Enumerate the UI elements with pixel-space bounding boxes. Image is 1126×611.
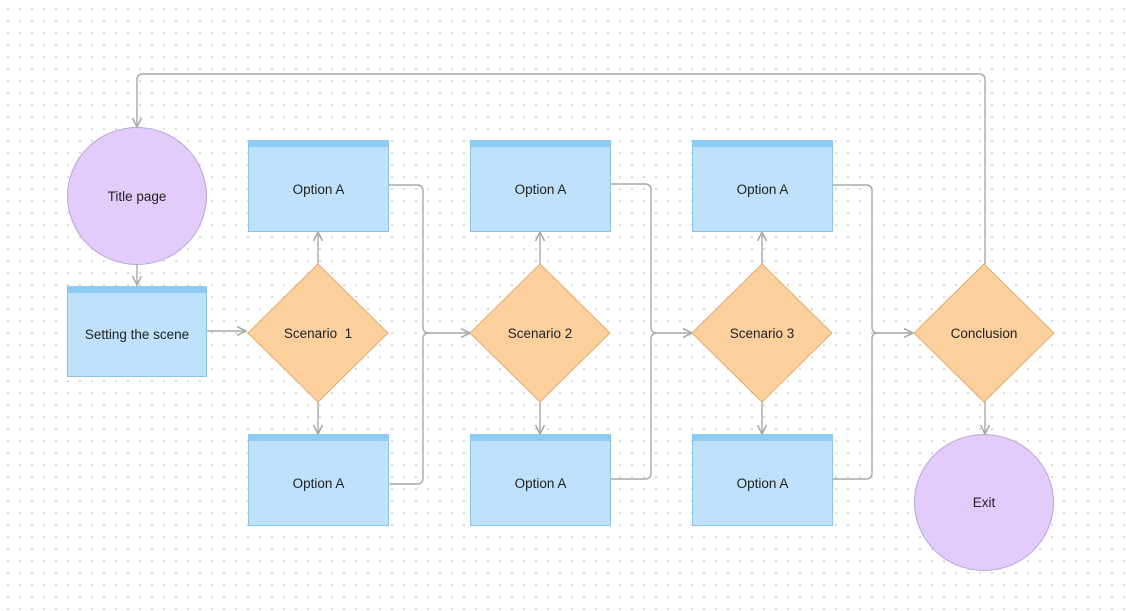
- option-label: Option A: [292, 181, 345, 197]
- title-page-node[interactable]: Title page: [67, 127, 207, 265]
- option-label: Option A: [514, 475, 567, 491]
- conclusion-text-box: Conclusion: [914, 318, 1054, 348]
- connector-s2-top-merge: [610, 183, 692, 333]
- scenario-3-label: Scenario 3: [729, 325, 795, 341]
- scenario-1-label: Scenario 1: [283, 325, 353, 341]
- scenario-2-text-box: Scenario 2: [470, 318, 610, 348]
- connector-loop-to-title: [137, 73, 986, 264]
- connector-s3-bottom-merge: [832, 332, 879, 480]
- exit-node[interactable]: Exit: [914, 434, 1054, 571]
- option-label: Option A: [514, 181, 567, 197]
- scenario-1-text-box: Scenario 1: [248, 318, 388, 348]
- scenario-2-top-option[interactable]: Option A: [470, 140, 611, 232]
- connector-s3-top-merge: [832, 184, 913, 333]
- option-label: Option A: [292, 475, 345, 491]
- scenario-1-diamond[interactable]: [247, 263, 389, 403]
- conclusion-label: Conclusion: [950, 325, 1018, 341]
- setting-the-scene-label: Setting the scene: [84, 327, 190, 342]
- title-page-label: Title page: [107, 188, 167, 204]
- option-label: Option A: [736, 475, 789, 491]
- conclusion-diamond[interactable]: [913, 263, 1055, 403]
- scenario-3-text-box: Scenario 3: [692, 318, 832, 348]
- setting-the-scene-node[interactable]: Setting the scene: [67, 286, 207, 377]
- scenario-1-top-option[interactable]: Option A: [248, 140, 389, 232]
- scenario-2-label: Scenario 2: [507, 325, 573, 341]
- scenario-2-diamond[interactable]: [469, 263, 611, 403]
- scenario-3-top-option[interactable]: Option A: [692, 140, 833, 232]
- scenario-1-bottom-option[interactable]: Option A: [248, 434, 389, 526]
- connector-s2-bottom-merge: [610, 332, 658, 480]
- connector-s1-bottom-merge: [389, 332, 430, 485]
- scenario-3-bottom-option[interactable]: Option A: [692, 434, 833, 526]
- scenario-3-diamond[interactable]: [691, 263, 833, 403]
- option-label: Option A: [736, 181, 789, 197]
- scenario-2-bottom-option[interactable]: Option A: [470, 434, 611, 526]
- exit-label: Exit: [972, 495, 996, 510]
- connector-s1-top-merge: [389, 184, 470, 333]
